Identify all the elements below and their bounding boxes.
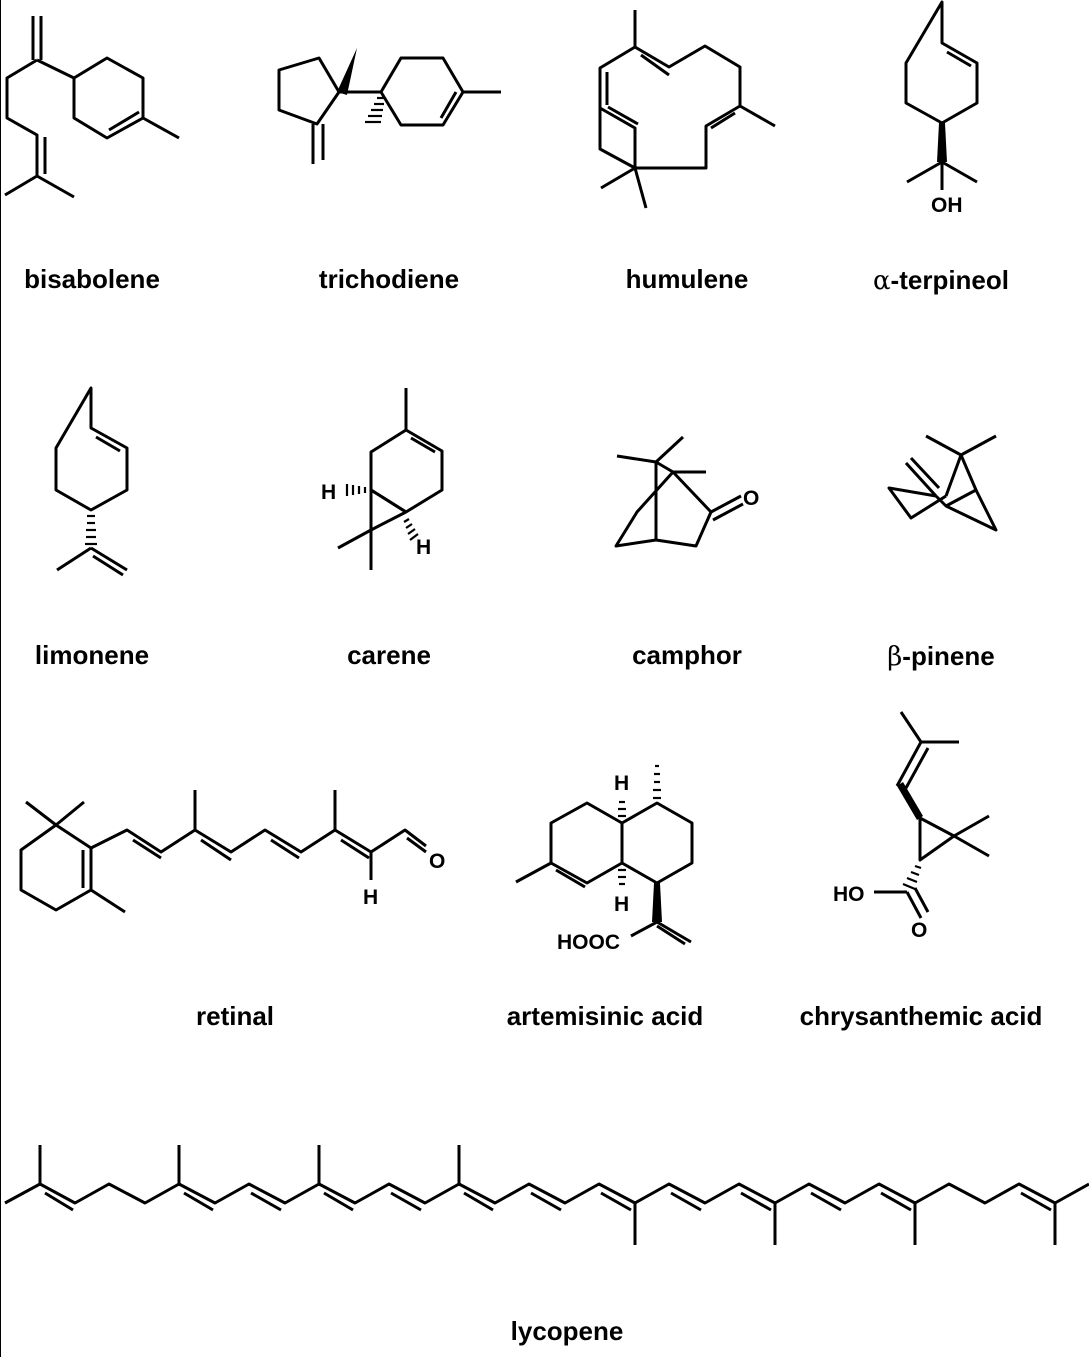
- limonene-structure: [54, 386, 129, 577]
- retinal-structure: O H: [19, 790, 445, 914]
- alpha-terpineol-structure: OH: [904, 0, 979, 217]
- carene-label: carene: [347, 640, 431, 670]
- retinal-o-label: O: [429, 850, 445, 873]
- chrysanthemic-acid-structure: HO O: [833, 711, 990, 942]
- lycopene-label: lycopene: [510, 1316, 624, 1346]
- beta-pinene-label: β-pinene: [887, 641, 995, 672]
- carene-h2-label: H: [416, 536, 431, 559]
- chrysanthemic-ho-label: HO: [833, 883, 865, 906]
- chrysanthemic-o-label: O: [911, 919, 927, 942]
- beta-pinene-structure: [887, 434, 998, 532]
- alpha-terpineol-label: α-terpineol: [872, 265, 1010, 296]
- retinal-label: retinal: [195, 1001, 275, 1031]
- trichodiene-label: trichodiene: [318, 264, 460, 294]
- trichodiene-structure: [277, 48, 501, 164]
- bisabolene-structure: [4, 16, 180, 199]
- artemisinic-h1-label: H: [614, 772, 629, 795]
- artemisinic-acid-label: artemisinic acid: [506, 1001, 704, 1031]
- artemisinic-h2-label: H: [614, 893, 629, 916]
- lycopene-structure: [4, 1145, 1089, 1245]
- carene-h1-label: H: [321, 481, 336, 504]
- humulene-structure: [598, 10, 776, 209]
- chrysanthemic-acid-label: chrysanthemic acid: [799, 1001, 1043, 1031]
- artemisinic-acid-structure: H H HOOC: [515, 764, 694, 954]
- humulene-label: humulene: [625, 264, 749, 294]
- camphor-o-label: O: [743, 487, 759, 510]
- limonene-label: limonene: [34, 640, 150, 670]
- carene-structure: H H: [321, 388, 444, 570]
- camphor-structure: O: [614, 435, 759, 548]
- artemisinic-hooc-label: HOOC: [557, 931, 620, 954]
- retinal-h-label: H: [363, 886, 378, 909]
- bisabolene-label: bisabolene: [24, 264, 160, 294]
- camphor-label: camphor: [632, 640, 742, 670]
- alpha-terpineol-oh-label: OH: [931, 194, 963, 217]
